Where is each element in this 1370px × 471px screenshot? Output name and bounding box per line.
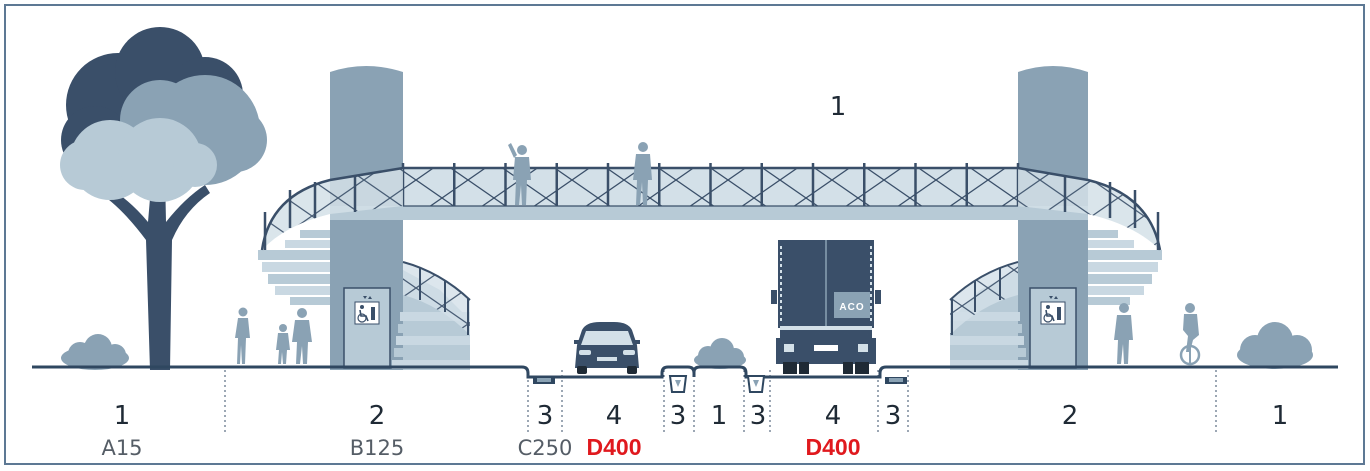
footbridge-deck [260,163,1162,251]
zone-7: 3 [750,401,767,431]
zone-10: 2 [1062,401,1079,431]
zone-9: 3 [885,401,902,431]
zone-load-class: A15 [101,436,142,460]
car-icon [574,322,640,374]
pedestrian-icon [276,324,290,364]
zone-load-class: B125 [350,436,405,460]
bush-icon [61,334,129,370]
tree-icon [60,27,267,370]
zone-load-class: C250 [518,436,573,460]
zone-number: 3 [885,401,902,431]
left-staircase [258,230,471,370]
zone-6: 1 [711,401,728,431]
zone-number: 3 [750,401,767,431]
pedestrian-icon [1114,303,1133,364]
pedestrian-icon [235,307,250,364]
elevator-accessibility-icon [1043,305,1061,323]
zone-number: 4 [606,401,623,431]
ground-profile [32,365,1338,393]
pedestrian-icon [508,143,531,205]
zone-load-class: D400 [806,434,861,460]
pedestrian-icon [633,142,652,205]
zone-number: 2 [1062,401,1079,431]
pedestrian-icon [292,308,312,364]
zone-number: 1 [114,401,131,431]
zone-11: 1 [1272,401,1289,431]
zone-number: 2 [369,401,386,431]
truck-icon: ACO [771,240,881,374]
zone-number: 1 [1272,401,1289,431]
right-staircase [949,230,1162,370]
zone-5: 3 [670,401,687,431]
truck-logo: ACO [839,302,864,313]
top-zone-label: 1 [830,92,847,122]
zone-load-class: D400 [587,434,642,460]
cyclist-icon [1179,303,1201,366]
bush-icon [694,338,746,369]
bush-icon [1237,322,1313,369]
zone-number: 1 [711,401,728,431]
zone-number: 3 [537,401,554,431]
zone-number: 4 [825,401,842,431]
zone-number: 3 [670,401,687,431]
elevator-accessibility-icon [357,305,375,323]
